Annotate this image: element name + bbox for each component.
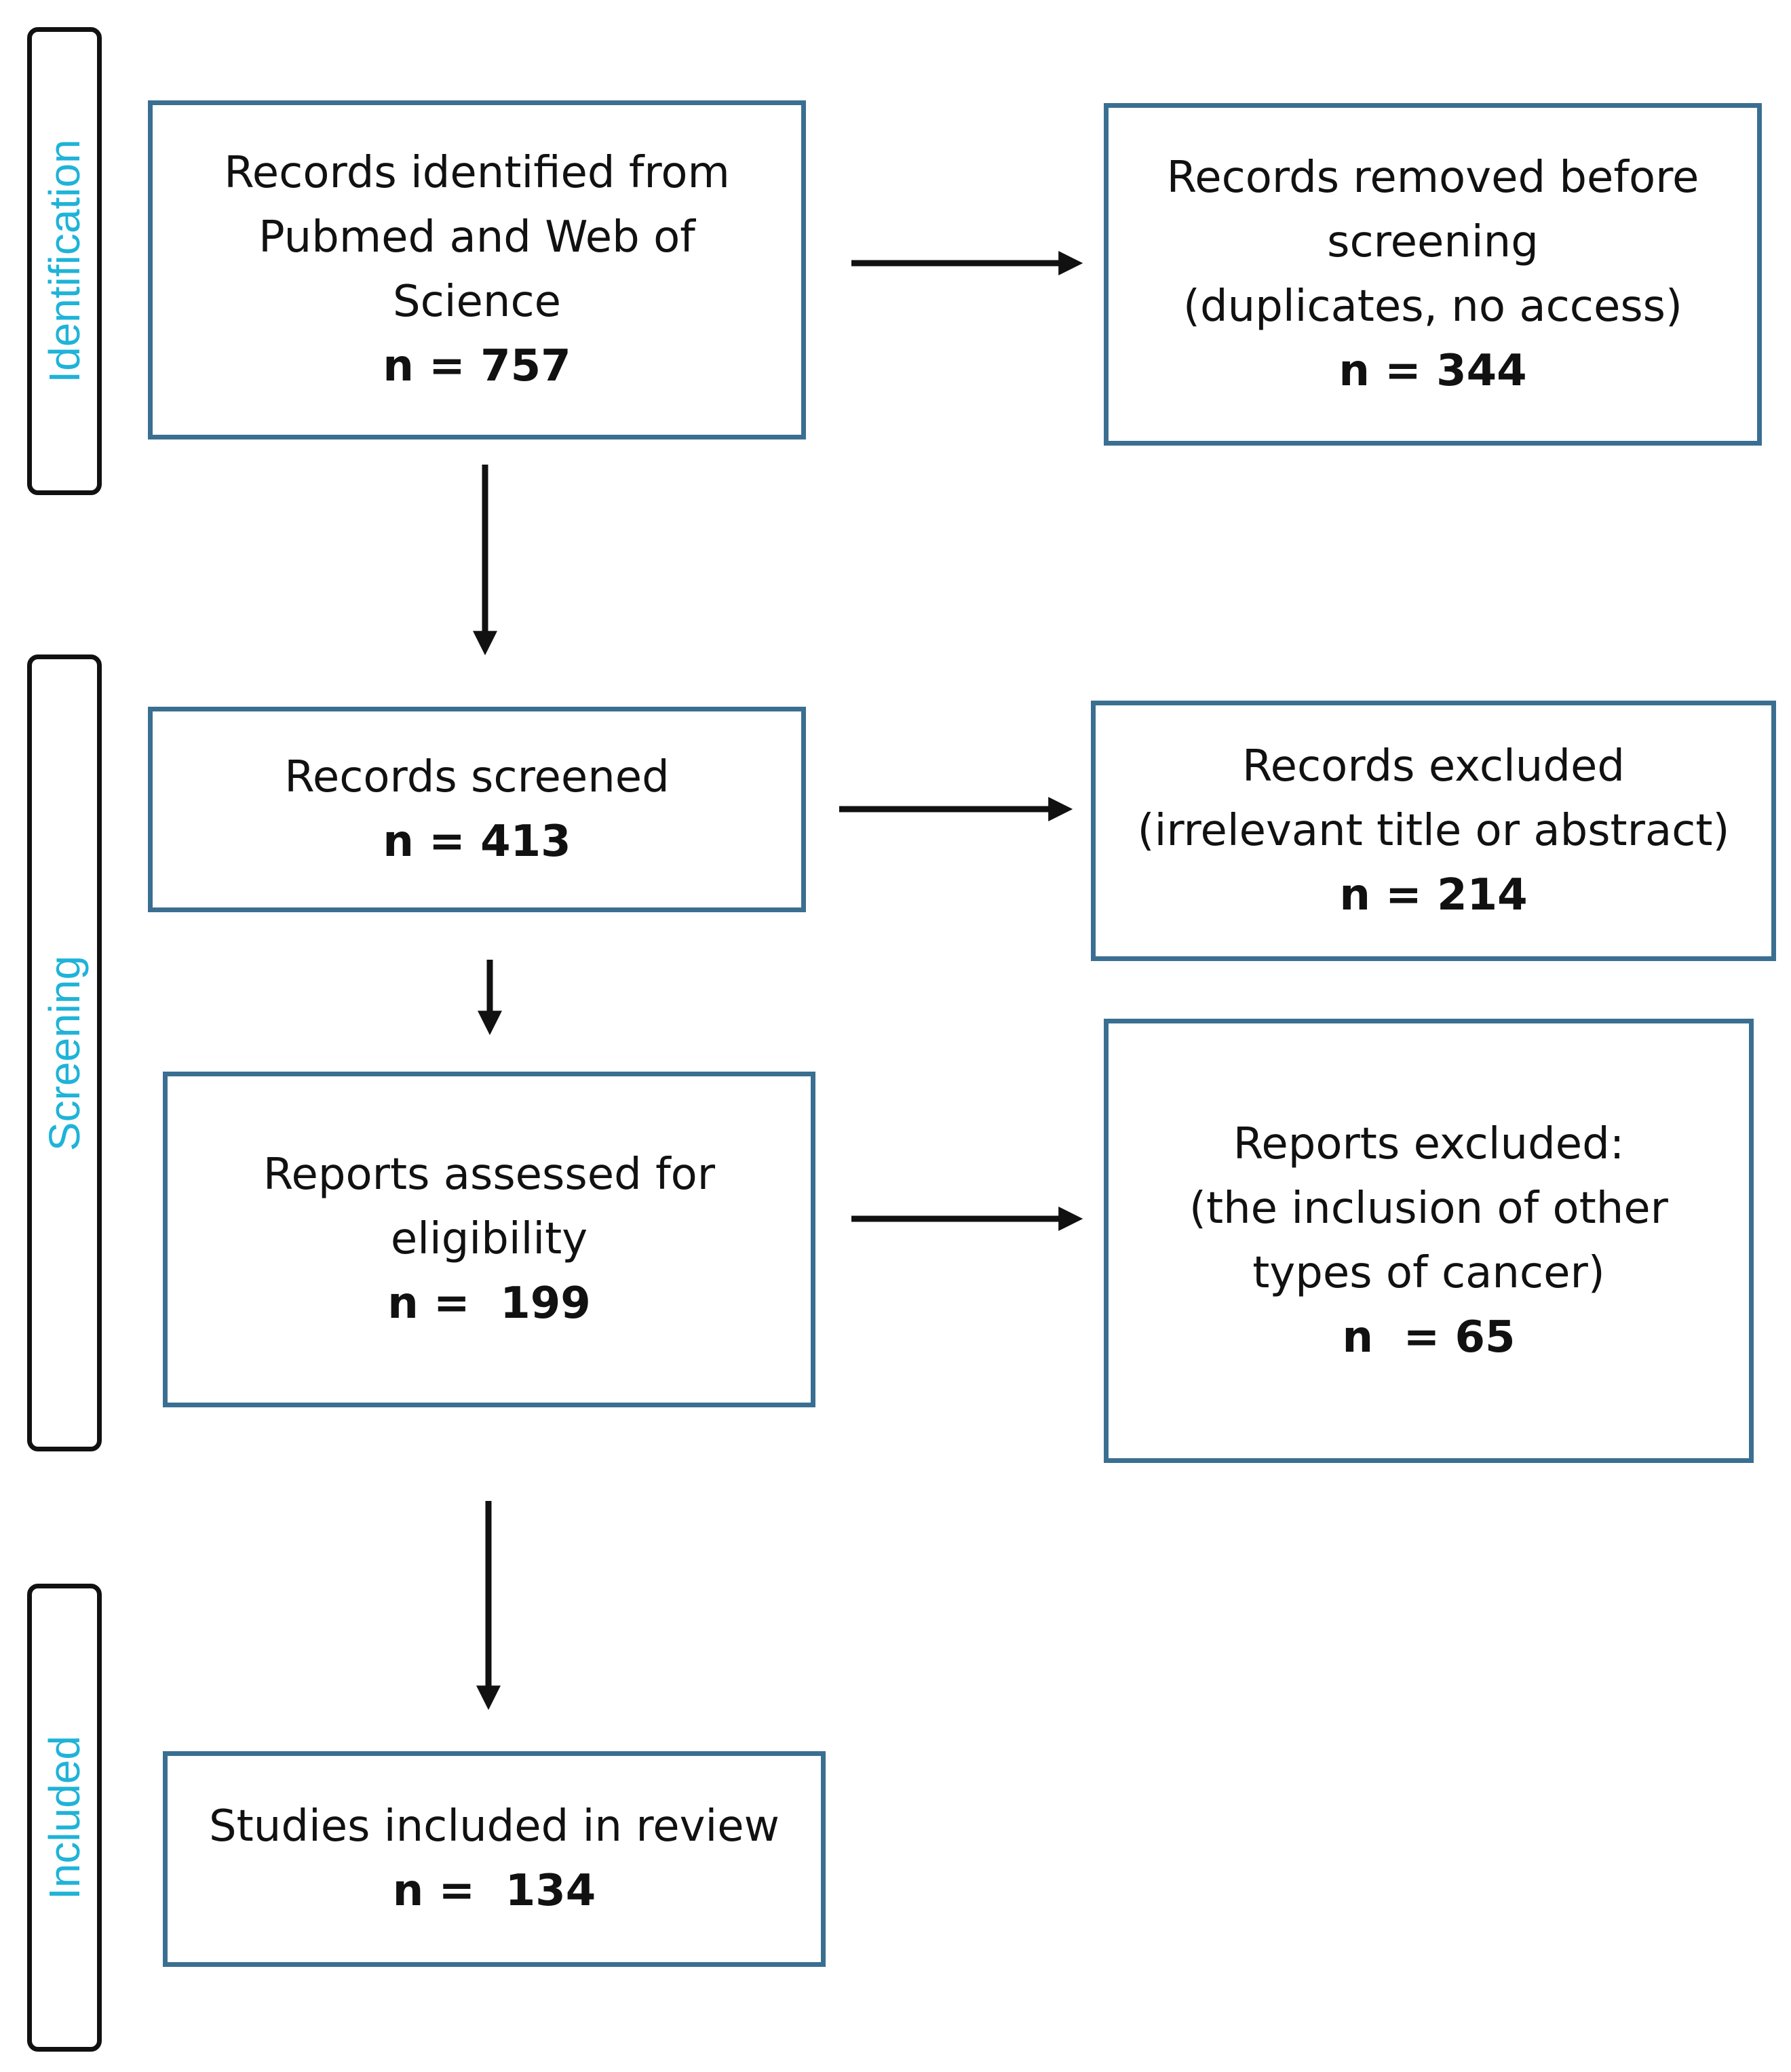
studies-included-box: Studies included in review n = 134 xyxy=(163,1751,826,1967)
records-identified-line-1: Records identified from xyxy=(224,148,730,198)
reports-excluded-line-1: Reports excluded: xyxy=(1233,1118,1625,1169)
records-excluded-line-2: (irrelevant title or abstract) xyxy=(1137,805,1730,856)
records-removed-line-1: Records removed before xyxy=(1166,152,1699,203)
records-removed-count: n = 344 xyxy=(1339,345,1527,396)
records-identified-count: n = 757 xyxy=(383,341,571,391)
reports-excluded-line-3: types of cancer) xyxy=(1252,1247,1605,1298)
reports-excluded-line-2: (the inclusion of other xyxy=(1189,1183,1668,1234)
stage-included: Included xyxy=(27,1584,102,2052)
records-screened-count: n = 413 xyxy=(383,816,571,867)
records-removed-box: Records removed before screening (duplic… xyxy=(1104,103,1762,446)
studies-included-line-1: Studies included in review xyxy=(209,1801,779,1852)
records-screened-line-1: Records screened xyxy=(284,751,670,802)
reports-excluded-count: n = 65 xyxy=(1342,1312,1516,1363)
records-screened-box: Records screened n = 413 xyxy=(148,707,806,912)
records-excluded-count: n = 214 xyxy=(1339,869,1528,920)
studies-included-count: n = 134 xyxy=(392,1866,596,1916)
records-removed-line-2: screening xyxy=(1327,216,1539,267)
records-removed-line-3: (duplicates, no access) xyxy=(1183,281,1682,332)
reports-assessed-box: Reports assessed for eligibility n = 199 xyxy=(163,1072,815,1407)
records-identified-box: Records identified from Pubmed and Web o… xyxy=(148,100,806,439)
reports-assessed-line-2: eligibility xyxy=(390,1214,588,1264)
records-identified-line-2: Pubmed and Web of xyxy=(258,212,695,262)
records-identified-line-3: Science xyxy=(392,277,562,327)
reports-assessed-line-1: Reports assessed for xyxy=(263,1150,716,1200)
stage-identification: Identification xyxy=(27,27,102,495)
reports-assessed-count: n = 199 xyxy=(387,1278,591,1329)
stage-screening: Screening xyxy=(27,654,102,1451)
reports-excluded-box: Reports excluded: (the inclusion of othe… xyxy=(1104,1019,1754,1463)
records-excluded-line-1: Records excluded xyxy=(1242,741,1625,791)
records-excluded-box: Records excluded (irrelevant title or ab… xyxy=(1091,701,1776,961)
